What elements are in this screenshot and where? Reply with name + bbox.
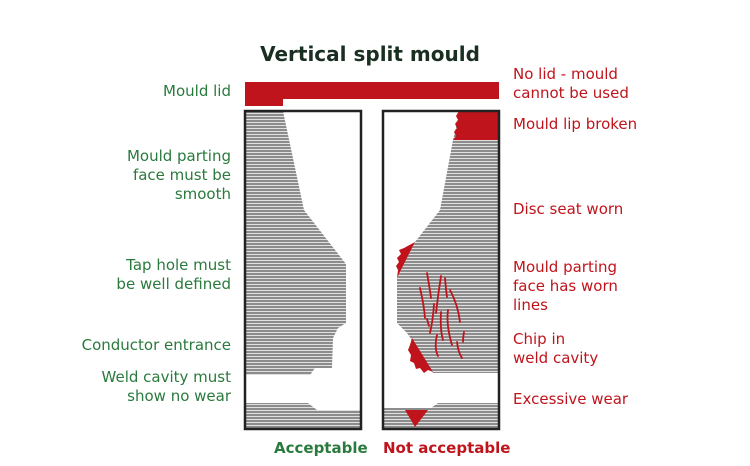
- label-line: Conductor entrance: [81, 336, 231, 354]
- label-chip: Chip in weld cavity: [513, 330, 598, 368]
- label-line: be well defined: [116, 275, 231, 293]
- label-parting-face-smooth: Mould parting face must be smooth: [127, 147, 231, 204]
- label-line: show no wear: [127, 387, 231, 405]
- label-weld-cavity: Weld cavity must show no wear: [102, 368, 231, 406]
- label-line: Weld cavity must: [101, 368, 231, 386]
- left-mould-body: [245, 111, 346, 375]
- label-line: Mould lid: [163, 82, 231, 100]
- acceptable-mould: [243, 109, 363, 431]
- label-line: Excessive wear: [513, 390, 629, 408]
- label-line: No lid - mould: [513, 65, 618, 83]
- label-line: Mould lip broken: [513, 115, 638, 133]
- label-conductor-entrance: Conductor entrance: [82, 336, 231, 355]
- worn-lines: [419, 272, 465, 359]
- disc-seat-wear: [396, 242, 415, 278]
- label-line: smooth: [174, 185, 231, 203]
- right-mould-body: [397, 111, 499, 373]
- caption-acceptable: Acceptable: [274, 439, 368, 457]
- label-lip-broken: Mould lip broken: [513, 115, 637, 134]
- mould-lid: [245, 82, 499, 106]
- label-line: weld cavity: [513, 349, 599, 367]
- excessive-wear: [405, 410, 428, 427]
- not-acceptable-mould: [381, 109, 501, 431]
- label-no-lid: No lid - mould cannot be used: [513, 65, 629, 103]
- label-mould-lid: Mould lid: [163, 82, 231, 101]
- label-line: Mould parting: [513, 258, 618, 276]
- label-line: Disc seat worn: [513, 200, 624, 218]
- label-tap-hole: Tap hole must be well defined: [116, 256, 231, 294]
- label-line: lines: [513, 296, 548, 314]
- caption-not-acceptable: Not acceptable: [383, 439, 511, 457]
- left-mould-base: [245, 403, 360, 428]
- right-mould-base: [383, 403, 499, 428]
- label-line: cannot be used: [513, 84, 629, 102]
- broken-lip: [453, 111, 499, 140]
- label-line: Tap hole must: [126, 256, 231, 274]
- right-mould-outline: [381, 109, 501, 431]
- label-line: face has worn: [513, 277, 618, 295]
- weld-cavity-chip: [408, 338, 433, 373]
- label-worn-lines: Mould parting face has worn lines: [513, 258, 618, 315]
- label-line: face must be: [132, 166, 231, 184]
- left-mould-outline: [243, 109, 363, 431]
- diagram-title: Vertical split mould: [260, 42, 480, 66]
- label-line: Mould parting: [126, 147, 231, 165]
- label-excessive-wear: Excessive wear: [513, 390, 628, 409]
- label-line: Chip in: [513, 330, 566, 348]
- label-disc-seat: Disc seat worn: [513, 200, 623, 219]
